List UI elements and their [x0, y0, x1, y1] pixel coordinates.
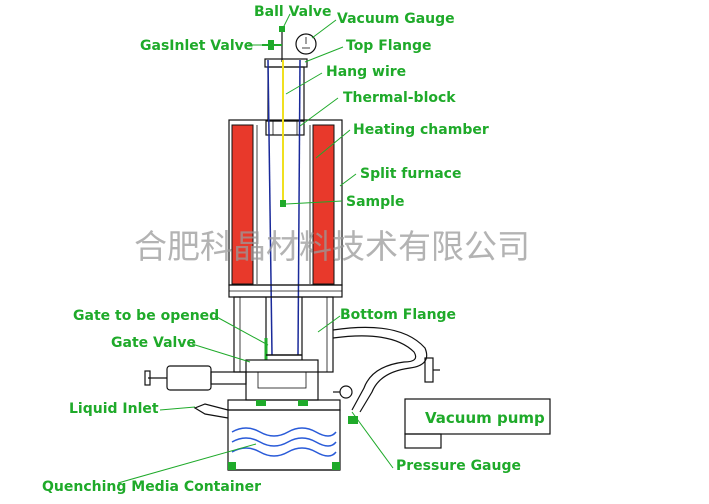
label-bottom-flange: Bottom Flange — [340, 307, 456, 323]
label-hang-wire: Hang wire — [326, 64, 406, 80]
quartz-tube — [267, 59, 301, 356]
quenching-media-container — [227, 409, 341, 471]
leader-lines — [117, 13, 394, 484]
split-furnace — [228, 119, 343, 286]
gate-valve — [144, 365, 247, 391]
top-assembly — [262, 26, 317, 136]
watermark: 合肥科晶材料技术有限公司 — [134, 227, 530, 266]
gate-to-be-opened — [264, 338, 302, 360]
label-liquid-inlet: Liquid Inlet — [69, 401, 159, 417]
label-split-furnace: Split furnace — [360, 166, 461, 182]
liquid-inlet — [193, 403, 229, 419]
lower-body — [144, 284, 358, 471]
gas-inlet-valve — [262, 40, 282, 50]
label-sample: Sample — [346, 194, 404, 210]
thermal-block — [265, 120, 305, 136]
heating-element-left — [231, 124, 254, 285]
label-ball-valve: Ball Valve — [254, 4, 332, 20]
quenching-media-waves — [231, 427, 337, 457]
label-thermal-block: Thermal-block — [343, 90, 456, 106]
label-gas-inlet-valve: GasInlet Valve — [140, 38, 253, 54]
label-heating-chamber: Heating chamber — [353, 122, 489, 138]
vacuum-line — [332, 326, 440, 413]
label-vacuum-gauge: Vacuum Gauge — [337, 11, 455, 27]
label-vacuum-pump: Vacuum pump — [425, 409, 545, 427]
pressure-gauge — [333, 385, 358, 424]
vacuum-pump — [404, 398, 551, 435]
heating-element-right — [312, 124, 335, 285]
label-gate-valve: Gate Valve — [111, 335, 196, 351]
label-pressure-gauge: Pressure Gauge — [396, 458, 521, 474]
label-quenching-media-container: Quenching Media Container — [42, 479, 261, 495]
sample — [280, 200, 286, 207]
labels: Ball Valve Vacuum Gauge GasInlet Valve T… — [42, 4, 545, 495]
vacuum-gauge-dial — [295, 33, 317, 55]
label-gate-to-be-opened: Gate to be opened — [73, 308, 219, 324]
label-top-flange: Top Flange — [346, 38, 432, 54]
